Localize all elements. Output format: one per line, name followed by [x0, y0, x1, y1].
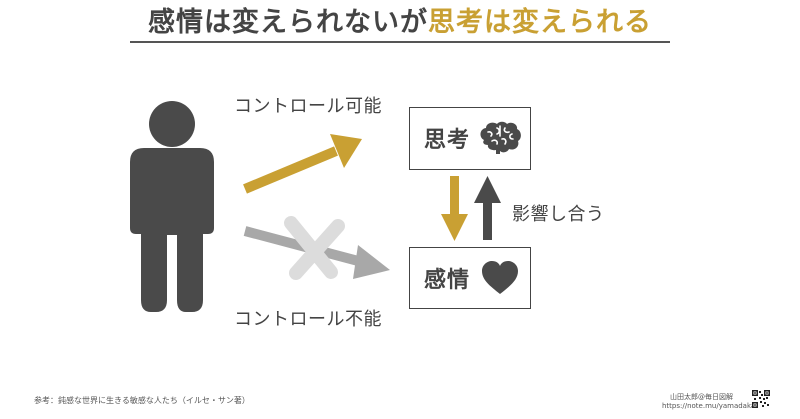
thought-label: 思考	[424, 128, 471, 153]
emotion-box: 感情	[409, 247, 531, 309]
heart-icon	[482, 261, 518, 294]
arrow-down	[441, 176, 468, 241]
footer-url[interactable]: https://note.mu/yamadakamei	[662, 402, 769, 410]
label-controllable: コントロール可能	[234, 96, 382, 117]
person-icon	[130, 101, 214, 312]
arrow-controllable	[243, 134, 362, 194]
page-title: 感情は変えられないが思考は変えられる	[0, 6, 800, 40]
brain-icon	[480, 121, 521, 154]
title-part1: 感情は変えられないが	[148, 7, 428, 38]
footer-author: 山田太郎@毎日図解	[670, 393, 733, 401]
label-mutual-influence: 影響し合う	[512, 204, 605, 225]
arrow-up	[474, 176, 501, 240]
qr-code-icon	[752, 390, 770, 408]
cross-mark-icon	[284, 216, 345, 280]
title-underline	[130, 41, 670, 43]
thought-box: 思考	[409, 107, 531, 170]
emotion-label: 感情	[424, 268, 471, 293]
footer-reference: 参考：鈍感な世界に生きる敏感な人たち（イルセ・サン著）	[34, 396, 250, 405]
title-part2: 思考は変えられる	[428, 7, 652, 38]
label-uncontrollable: コントロール不能	[234, 309, 382, 330]
